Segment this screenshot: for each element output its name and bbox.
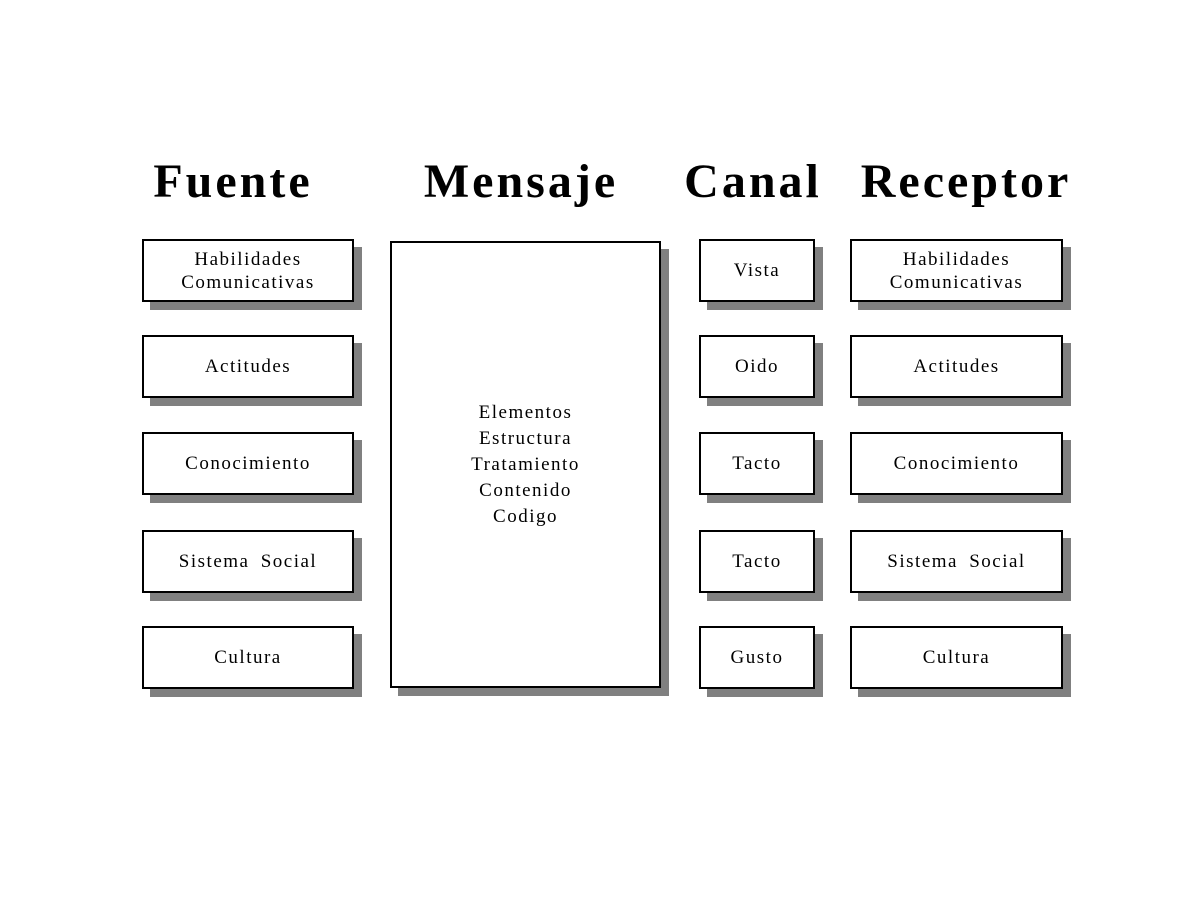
- fuente-box-conocimiento: Conocimiento: [142, 432, 354, 495]
- fuente-box-label: Sistema Social: [178, 551, 318, 572]
- mensaje-line-codigo: Codigo: [493, 505, 558, 527]
- canal-box-gusto: Gusto: [699, 626, 815, 689]
- column-title-mensaje: Mensaje: [423, 155, 619, 208]
- canal-box-tacto-3: Tacto: [699, 530, 815, 593]
- canal-box-label: Tacto: [732, 551, 782, 572]
- mensaje-line-estructura: Estructura: [478, 427, 573, 449]
- fuente-box-habilidades-comunicativas: Habilidades Comunicativas: [142, 239, 354, 302]
- canal-box-label: Vista: [733, 260, 781, 281]
- mensaje-line-contenido: Contenido: [479, 479, 572, 501]
- receptor-box-habilidades-comunicativas: Habilidades Comunicativas: [850, 239, 1063, 302]
- fuente-box-actitudes: Actitudes: [142, 335, 354, 398]
- receptor-box-label: Actitudes: [913, 356, 1000, 377]
- canal-box-vista: Vista: [699, 239, 815, 302]
- canal-box-label: Gusto: [730, 647, 784, 668]
- receptor-box-label: Cultura: [922, 647, 991, 668]
- canal-box-oido: Oido: [699, 335, 815, 398]
- receptor-box-sistema-social: Sistema Social: [850, 530, 1063, 593]
- receptor-box-conocimiento: Conocimiento: [850, 432, 1063, 495]
- receptor-box-label: Sistema Social: [887, 551, 1026, 572]
- column-title-fuente: Fuente: [153, 155, 313, 208]
- receptor-box-label: Conocimiento: [893, 453, 1020, 474]
- mensaje-line-elementos: Elementos: [478, 401, 573, 423]
- receptor-box-label: Habilidades Comunicativas: [889, 248, 1024, 293]
- fuente-box-cultura: Cultura: [142, 626, 354, 689]
- column-title-receptor: Receptor: [860, 155, 1072, 208]
- mensaje-line-tratamiento: Tratamiento: [471, 453, 580, 475]
- canal-box-label: Tacto: [732, 453, 782, 474]
- canal-box-label: Oido: [735, 356, 779, 377]
- fuente-box-sistema-social: Sistema Social: [142, 530, 354, 593]
- fuente-box-label: Cultura: [214, 647, 282, 668]
- canal-box-tacto: Tacto: [699, 432, 815, 495]
- fuente-box-label: Conocimiento: [185, 453, 311, 474]
- receptor-box-actitudes: Actitudes: [850, 335, 1063, 398]
- column-title-canal: Canal: [684, 155, 822, 208]
- fuente-box-label: Actitudes: [204, 356, 292, 377]
- fuente-box-label: Habilidades Comunicativas: [181, 248, 315, 293]
- receptor-box-cultura: Cultura: [850, 626, 1063, 689]
